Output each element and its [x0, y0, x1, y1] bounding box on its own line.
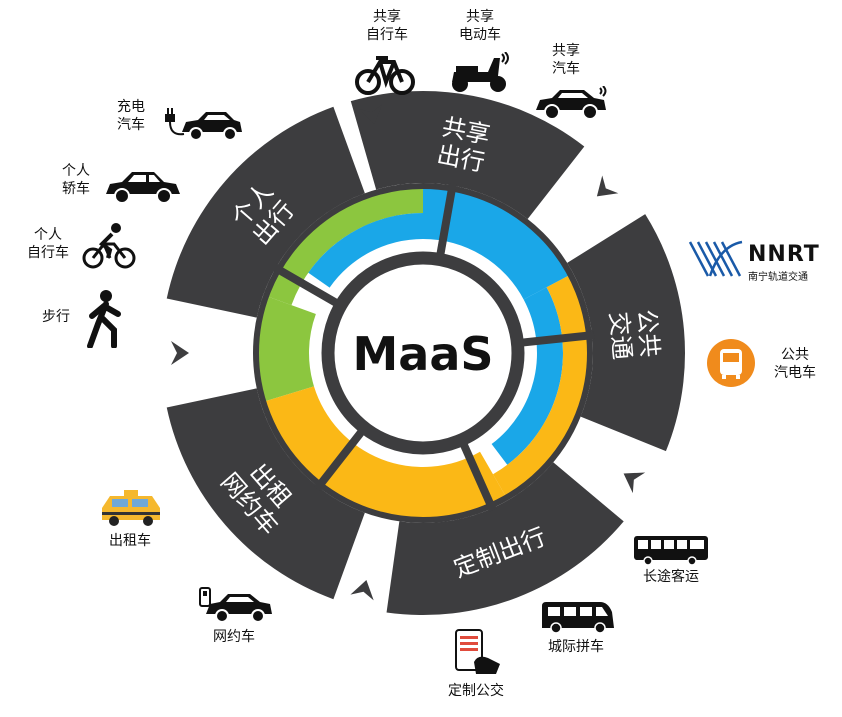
spoke-5 [272, 263, 343, 309]
spoke-layer [272, 182, 595, 512]
private-car-label-line1: 个人 [62, 163, 90, 179]
ring-outline [253, 183, 593, 523]
intercity-carpool-label-line1: 城际拼车 [548, 639, 604, 655]
electric-bus-label-line2: 汽电车 [774, 365, 816, 381]
spoke-4 [313, 425, 368, 492]
nnrt-logo-icon [688, 240, 743, 277]
custom-bus-label-line1: 定制公交 [448, 683, 504, 699]
ring-blue-right [491, 287, 563, 465]
shared-car-label-line1: 共享 [552, 43, 580, 59]
electric-bus-label-line1: 公共 [781, 347, 809, 363]
ring-green-outer [267, 186, 423, 306]
charging-car-icon [165, 108, 242, 141]
segment-custom [386, 462, 624, 615]
electric-bus-label: 公共 汽电车 [762, 346, 828, 382]
cyclist-icon [82, 223, 136, 269]
flow-arrow-1 [596, 175, 619, 197]
charging-car-label: 充电 汽车 [108, 98, 154, 134]
flow-arrow-5 [358, 104, 383, 125]
private-car-label-line2: 轿车 [62, 181, 90, 197]
shared-ebike-label-line2: 电动车 [459, 27, 501, 43]
electric-scooter-icon [452, 52, 509, 92]
long-distance-bus-label: 长途客运 [632, 568, 710, 586]
spoke-3 [457, 438, 497, 512]
sedan-icon [106, 172, 180, 204]
taxi-label-line1: 出租车 [109, 533, 151, 549]
bus-circle-icon [707, 339, 755, 387]
ride-hailing-label: 网约车 [200, 628, 268, 646]
minibus-icon [542, 602, 614, 634]
shared-bike-label-line1: 共享 [373, 9, 401, 25]
ring-green-inner [257, 296, 316, 402]
center-label: MaaS [353, 327, 494, 381]
bicycle-icon [355, 56, 415, 95]
segment-layer [166, 90, 685, 615]
pedestrian-icon [87, 290, 121, 348]
private-bike-label-line2: 自行车 [27, 245, 69, 261]
private-bike-label: 个人 自行车 [18, 226, 78, 262]
shared-car-label: 共享 汽车 [536, 42, 596, 78]
intercity-carpool-label: 城际拼车 [536, 638, 616, 656]
arrow-layer [171, 104, 646, 601]
ring-yellow-right [493, 275, 589, 497]
shared-ebike-label: 共享 电动车 [440, 8, 520, 44]
color-ring-layer [253, 183, 593, 523]
ride-hailing-label-line1: 网约车 [213, 629, 255, 645]
walking-label: 步行 [36, 308, 76, 326]
private-car-label: 个人 轿车 [56, 162, 96, 198]
car-icon [536, 86, 607, 120]
shared-ebike-label-line1: 共享 [466, 9, 494, 25]
segment-label-public: 公共交通 [604, 308, 664, 361]
spoke-2 [517, 331, 595, 348]
taxi-icon [102, 490, 160, 526]
coach-bus-icon [634, 536, 708, 566]
ride-hailing-car-icon [199, 587, 272, 623]
shared-car-label-line2: 汽车 [552, 61, 580, 77]
ring-blue-left [308, 213, 423, 288]
center-hub [321, 251, 525, 455]
charging-car-label-line1: 充电 [117, 99, 145, 115]
mobile-booking-icon [455, 629, 500, 674]
ring-blue-top [423, 187, 570, 300]
charging-car-label-line2: 汽车 [117, 117, 145, 133]
nnrt-logo-text: NNRT [748, 242, 820, 267]
private-bike-label-line1: 个人 [34, 227, 62, 243]
spoke-1 [435, 182, 457, 261]
flow-arrow-3 [350, 580, 374, 601]
custom-bus-label: 定制公交 [436, 682, 516, 700]
shared-bike-label-line2: 自行车 [366, 27, 408, 43]
taxi-label: 出租车 [96, 532, 164, 550]
nnrt-subtitle: 南宁轨道交通 [748, 272, 808, 283]
walking-label-line1: 步行 [42, 309, 70, 325]
segment-shared [350, 90, 585, 220]
segment-personal [166, 106, 365, 318]
segment-taxi [166, 388, 365, 600]
segment-public [567, 214, 685, 452]
flow-arrow-4 [171, 341, 189, 365]
flow-arrow-2 [623, 472, 646, 494]
long-distance-bus-label-line1: 长途客运 [643, 569, 699, 585]
shared-bike-label: 共享 自行车 [352, 8, 422, 44]
